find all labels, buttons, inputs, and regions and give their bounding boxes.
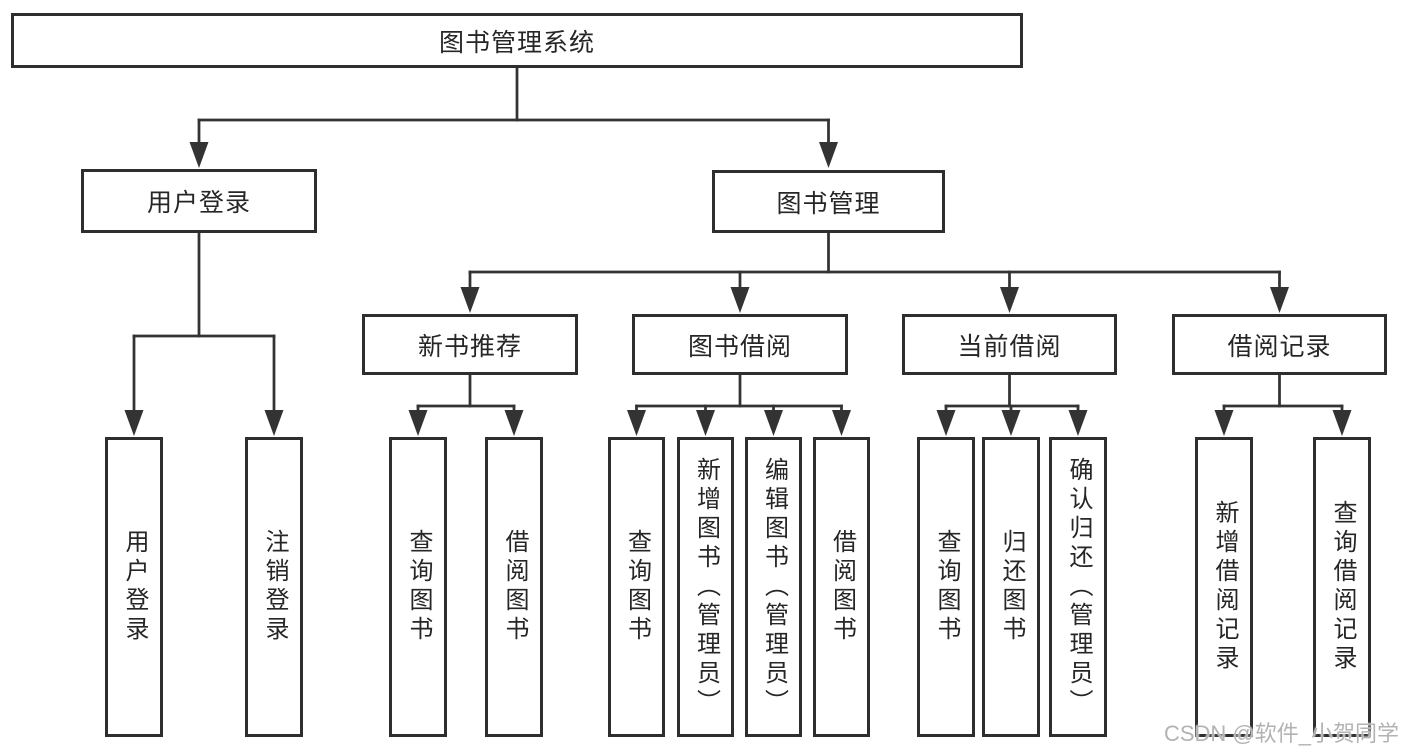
node-new-book-recommendation: 新书推荐 [362,314,578,375]
node-book-management-label: 图书管理 [776,189,881,218]
node-logout: 注销登录 [245,437,303,737]
node-br-query-record-label: 查询借阅记录 [1329,500,1356,674]
node-logout-label: 注销登录 [261,529,288,645]
node-nbr-borrow-books: 借阅图书 [485,437,543,737]
node-br-add-record-label: 新增借阅记录 [1211,500,1238,674]
node-current-borrowing-label: 当前借阅 [957,332,1062,361]
node-borrowing-records: 借阅记录 [1172,314,1387,375]
node-library-management-system-label: 图书管理系统 [438,28,595,57]
node-br-add-record: 新增借阅记录 [1195,437,1253,737]
node-borrowing-records-label: 借阅记录 [1227,332,1332,361]
node-new-book-recommendation-label: 新书推荐 [417,332,522,361]
node-cb-return-books-label: 归还图书 [998,529,1025,645]
node-library-management-system: 图书管理系统 [11,13,1023,68]
node-bb-borrow-books-label: 借阅图书 [828,529,856,645]
node-bb-borrow-books: 借阅图书 [813,437,870,737]
node-bb-query-books: 查询图书 [608,437,665,737]
node-nbr-borrow-books-label: 借阅图书 [501,529,528,645]
node-bb-edit-book-admin-label: 编辑图书（管理员） [760,456,788,718]
node-user-login: 用户登录 [81,169,317,233]
node-bb-edit-book-admin: 编辑图书（管理员） [745,437,802,737]
node-book-borrowing-label: 图书借阅 [687,332,792,361]
node-br-query-record: 查询借阅记录 [1313,437,1371,737]
node-nbr-query-books-label: 查询图书 [405,529,432,645]
node-nbr-query-books: 查询图书 [389,437,447,737]
node-cb-confirm-return-admin-label: 确认归还（管理员） [1065,456,1092,718]
node-bb-add-book-admin: 新增图书（管理员） [677,437,734,737]
node-cb-confirm-return-admin: 确认归还（管理员） [1049,437,1107,737]
node-cb-return-books: 归还图书 [982,437,1040,737]
node-book-borrowing: 图书借阅 [632,314,848,375]
node-user-login-label: 用户登录 [146,189,251,217]
node-bb-add-book-admin-label: 新增图书（管理员） [692,456,720,718]
node-current-borrowing: 当前借阅 [902,314,1117,375]
node-user-login-leaf-label: 用户登录 [121,529,148,645]
csdn-watermark: CSDN @软件_小贺同学 [1163,721,1399,746]
node-book-management: 图书管理 [712,170,945,233]
node-cb-query-books-label: 查询图书 [933,529,960,645]
node-user-login-leaf: 用户登录 [105,437,163,737]
node-cb-query-books: 查询图书 [917,437,975,737]
node-bb-query-books-label: 查询图书 [623,529,651,645]
